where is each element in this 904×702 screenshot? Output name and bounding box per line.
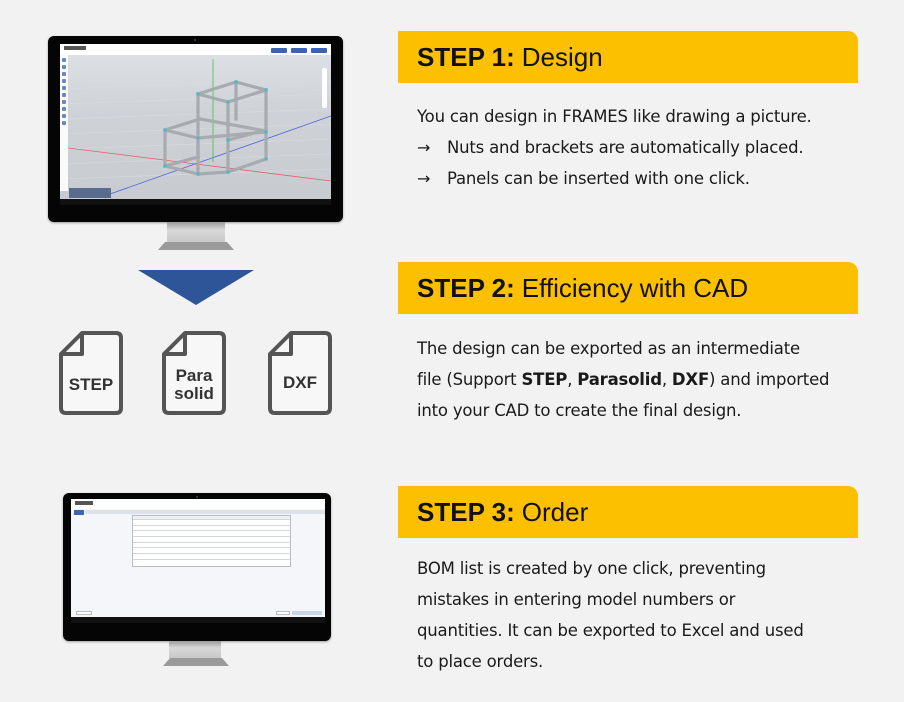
file-label: STEP	[68, 375, 114, 394]
step3-number: STEP 3:	[417, 496, 515, 527]
table-row	[133, 548, 290, 555]
cad-properties-panel	[69, 188, 111, 198]
tool-icon	[62, 79, 66, 83]
tool-icon	[62, 58, 66, 62]
bom-table	[132, 515, 291, 567]
bom-export-button	[292, 611, 322, 615]
bom-title-bar	[85, 510, 325, 514]
webcam	[196, 496, 198, 498]
step1-number: STEP 1:	[417, 41, 515, 72]
tool-icon	[62, 107, 66, 111]
bom-footer-button	[76, 611, 92, 615]
webcam	[194, 39, 196, 41]
bom-footer-button	[276, 611, 290, 615]
step1-line: →Nuts and brackets are automatically pla…	[417, 132, 867, 163]
taskbar	[71, 617, 325, 623]
frame-structure	[162, 79, 269, 176]
cad-header-button	[291, 48, 307, 53]
cad-viewport	[60, 59, 331, 195]
monitor-stand	[169, 641, 221, 658]
tool-icon	[62, 93, 66, 97]
cad-tool-sidebar	[60, 55, 68, 191]
monitor-base	[163, 658, 229, 666]
cad-header-button	[311, 48, 327, 53]
step2-description: The design can be exported as an interme…	[417, 339, 830, 420]
monitor-stand	[167, 222, 225, 242]
step2-title: Efficiency with CAD	[521, 272, 749, 303]
bom-back-button	[74, 510, 84, 515]
down-arrow-icon	[138, 270, 254, 305]
step1-description: You can design in FRAMES like drawing a …	[417, 101, 867, 194]
tool-icon	[62, 65, 66, 69]
right-arrow-icon: →	[417, 138, 431, 157]
app-logo	[64, 46, 86, 50]
step3-title: Order	[521, 496, 589, 527]
z-axis	[109, 115, 331, 195]
dxf-file-icon: DXF	[267, 330, 333, 416]
bom-screen	[71, 499, 325, 623]
table-row	[133, 531, 290, 538]
table-row	[133, 560, 290, 566]
format-parasolid: Parasolid	[577, 370, 662, 389]
cad-toolbar	[60, 44, 331, 55]
table-row	[133, 543, 290, 549]
step-file-icon: STEP	[58, 330, 124, 416]
step1-header: STEP 1: Design	[398, 31, 858, 83]
table-row	[133, 537, 290, 543]
step1-title: Design	[521, 41, 603, 72]
table-header	[133, 516, 290, 520]
tool-icon	[62, 121, 66, 125]
bom-header	[71, 499, 325, 509]
step1-line: →Panels can be inserted with one click.	[417, 163, 867, 194]
table-row	[133, 520, 290, 526]
cad-screen	[60, 44, 331, 205]
taskbar	[60, 199, 331, 205]
cad-header-button	[271, 48, 287, 53]
tool-icon	[62, 100, 66, 104]
file-label: DXF	[283, 373, 317, 392]
step3-header: STEP 3: Order	[398, 486, 858, 538]
format-dxf: DXF	[671, 370, 710, 389]
step1-line: You can design in FRAMES like drawing a …	[417, 107, 812, 126]
step3-description: BOM list is created by one click, preven…	[417, 559, 804, 671]
right-arrow-icon: →	[417, 169, 431, 188]
table-row	[133, 526, 290, 532]
step2-header: STEP 2: Efficiency with CAD	[398, 262, 858, 314]
tool-icon	[62, 114, 66, 118]
monitor-base	[158, 242, 234, 250]
step2-number: STEP 2:	[417, 272, 515, 303]
parasolid-file-icon: Para solid	[161, 330, 227, 416]
cad-view-controls	[322, 68, 327, 108]
tool-icon	[62, 86, 66, 90]
file-label: Para solid	[174, 366, 214, 403]
table-row	[133, 554, 290, 560]
format-step: STEP	[521, 370, 568, 389]
app-logo	[75, 501, 93, 505]
tool-icon	[62, 72, 66, 76]
